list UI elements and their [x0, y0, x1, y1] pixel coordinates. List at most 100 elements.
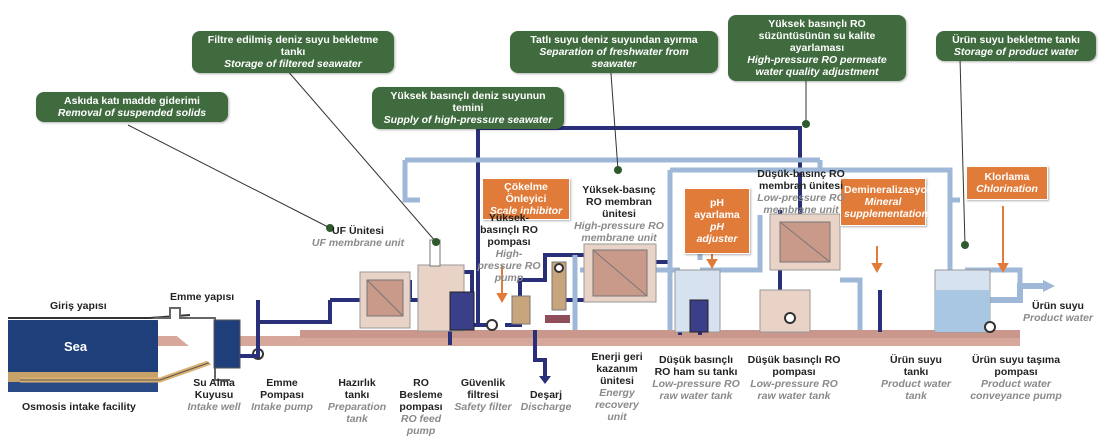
dosing-chlorination: Klorlama Chlorination — [966, 166, 1048, 200]
label-hp-pump: Yüksek-basınçlı RO pompası High-pressure… — [474, 212, 544, 284]
dosing-ph-adjuster: pH ayarlama pH adjuster — [684, 188, 750, 254]
label-conveyance-pump: Ürün suyu taşıma pompası Product water c… — [968, 354, 1064, 402]
label-uf-unit: UF Ünitesi UF membrane unit — [310, 225, 406, 249]
dosing-chlorine-en: Chlorination — [976, 183, 1038, 195]
label-hp-pump-tr: Yüksek-basınçlı RO pompası — [480, 212, 538, 248]
dosing-scale-inhibitor: Çökelme Önleyici Scale inhibitor — [482, 178, 570, 220]
label-feed-pump-tr: RO Besleme pompası — [399, 377, 443, 413]
label-prep-tank: Hazırlık tankı Preparation tank — [326, 377, 388, 425]
label-feed-pump: RO Besleme pompası RO feed pump — [392, 377, 450, 437]
label-energy-tr: Enerji geri kazanım ünitesi — [591, 351, 643, 387]
dosing-scale-tr: Çökelme Önleyici — [504, 181, 548, 205]
lp-pump — [784, 312, 796, 324]
label-giris: Giriş yapısı — [50, 300, 107, 312]
dosing-mineral-en: Mineral supplementation — [844, 196, 929, 220]
callout-product-storage-tr: Ürün suyu bekletme tankı — [952, 34, 1080, 46]
discharge-arrow — [539, 376, 551, 384]
label-uf-en: UF membrane unit — [311, 237, 405, 249]
label-hp-membrane: Yüksek-basınç RO membran ünitesi High-pr… — [574, 184, 664, 244]
dosing-ph-en: pH adjuster — [696, 221, 738, 245]
safety-filter — [449, 291, 475, 331]
label-uf-tr: UF Ünitesi — [332, 225, 384, 237]
label-safety-filter-tr: Güvenlik filtresi — [460, 377, 506, 401]
label-intake-well-tr: Su Alma Kuyusu — [193, 377, 235, 401]
label-prep-tank-tr: Hazırlık tankı — [338, 377, 376, 401]
label-sea: Sea — [64, 339, 88, 354]
label-intake-pump-tr: Emme Pompası — [260, 377, 304, 401]
label-lp-membrane-en: Low-pressure RO membrane unit — [757, 192, 845, 216]
product-water-arrow — [1043, 280, 1055, 292]
dosing-scale-en: Scale inhibitor — [489, 205, 563, 217]
callout-hp-supply: Yüksek basınçlı deniz suyunun temini Sup… — [372, 87, 564, 129]
label-product-tank-tr: Ürün suyu tankı — [890, 354, 942, 378]
label-conveyance-en: Product water conveyance pump — [970, 378, 1062, 402]
label-discharge-tr: Deşarj — [529, 389, 563, 401]
dosing-chlorine-tr: Klorlama — [984, 171, 1030, 183]
label-prep-tank-en: Preparation tank — [327, 401, 387, 425]
dosing-ph-tr: pH ayarlama — [694, 197, 740, 221]
label-product-water-tr: Ürün suyu — [1032, 300, 1084, 312]
label-lp-pump: Düşük basınçlı RO pompası Low-pressure R… — [746, 354, 842, 402]
callout-hp-supply-tr: Yüksek basınçlı deniz suyunun temini — [390, 90, 546, 114]
hp-membrane-unit — [583, 243, 657, 303]
label-safety-filter-en: Safety filter — [454, 401, 512, 413]
callout-permeate-en: High-pressure RO permeate water quality … — [747, 54, 887, 78]
callout-suspended-en: Removal of suspended solids — [57, 107, 207, 119]
label-intake-well-en: Intake well — [187, 401, 241, 413]
callout-permeate: Yüksek basınçlı RO süzüntüsünün su kalit… — [728, 15, 906, 81]
callout-separation-tr: Tatlı suyu deniz suyundan ayırma — [530, 34, 698, 46]
label-safety-filter: Güvenlik filtresi Safety filter — [453, 377, 513, 413]
label-intake-pump-en: Intake pump — [251, 401, 313, 413]
label-hp-pump-en: High-pressure RO pump — [477, 248, 541, 284]
label-product-tank-en: Product water tank — [880, 378, 951, 402]
label-product-water: Ürün suyu Product water — [1012, 300, 1104, 324]
label-lp-pump-en: Low-pressure RO raw water tank — [750, 378, 838, 402]
label-osmosis: Osmosis intake facility — [22, 401, 136, 413]
callout-filtered-tr: Filtre edilmiş deniz suyu bekletme tankı — [207, 34, 379, 58]
label-lp-pump-tr: Düşük basınçlı RO pompası — [747, 354, 841, 378]
energy-recovery-unit — [551, 261, 567, 311]
intake-structure — [155, 307, 230, 381]
label-lp-raw-en: Low-pressure RO raw water tank — [652, 378, 740, 402]
label-lp-raw-tank: Düşük basınçlı RO ham su tankı Low-press… — [650, 354, 742, 402]
label-energy-recovery: Enerji geri kazanım ünitesi Energy recov… — [588, 351, 646, 423]
conveyance-pump — [984, 321, 996, 333]
label-intake-well: Su Alma Kuyusu Intake well — [186, 377, 242, 413]
dosing-mineral-tr: Demineralizasyon — [844, 184, 934, 196]
label-conveyance-tr: Ürün suyu taşıma pompası — [971, 354, 1061, 378]
callout-permeate-tr: Yüksek basınçlı RO süzüntüsünün su kalit… — [758, 18, 876, 54]
label-lp-raw-tr: Düşük basınçlı RO ham su tankı — [654, 354, 738, 378]
callout-suspended-solids: Askıda katı madde giderimi Removal of su… — [36, 92, 228, 122]
callout-separation: Tatlı suyu deniz suyundan ayırma Separat… — [510, 31, 718, 73]
label-lp-membrane-tr: Düşük-basınç RO membran ünitesi — [757, 168, 845, 192]
uf-unit — [359, 271, 411, 329]
label-discharge: Deşarj Discharge — [518, 389, 574, 413]
label-intake-pump: Emme Pompası Intake pump — [244, 377, 320, 413]
label-lp-membrane: Düşük-basınç RO membran ünitesi Low-pres… — [756, 168, 846, 216]
intake-well — [213, 319, 241, 369]
ground-platform — [150, 336, 1020, 346]
callout-filtered-storage: Filtre edilmiş deniz suyu bekletme tankı… — [192, 31, 394, 73]
ground-platform-top — [300, 330, 1020, 338]
callout-hp-supply-en: Supply of high-pressure seawater — [383, 114, 553, 126]
callout-product-storage: Ürün suyu bekletme tankı Storage of prod… — [936, 31, 1096, 61]
callout-separation-en: Separation of freshwater from seawater — [539, 46, 689, 70]
label-product-tank: Ürün suyu tankı Product water tank — [880, 354, 952, 402]
lp-pump-housing — [759, 289, 811, 333]
label-discharge-en: Discharge — [520, 401, 572, 413]
callout-suspended-tr: Askıda katı madde giderimi — [64, 95, 200, 107]
label-hp-membrane-en: High-pressure RO membrane unit — [574, 220, 664, 244]
callout-filtered-en: Storage of filtered seawater — [224, 58, 362, 70]
label-product-water-en: Product water — [1022, 312, 1093, 324]
label-feed-pump-en: RO feed pump — [400, 413, 442, 437]
label-energy-en: Energy recovery unit — [595, 387, 639, 423]
lp-membrane-unit — [769, 213, 841, 271]
label-hp-membrane-tr: Yüksek-basınç RO membran ünitesi — [582, 184, 656, 220]
label-emme: Emme yapısı — [170, 291, 235, 303]
high-pressure-pump — [511, 295, 531, 325]
ro-feed-pump — [486, 319, 498, 331]
callout-product-storage-en: Storage of product water — [953, 46, 1079, 58]
dosing-mineral: Demineralizasyon Mineral supplementation — [840, 178, 933, 226]
